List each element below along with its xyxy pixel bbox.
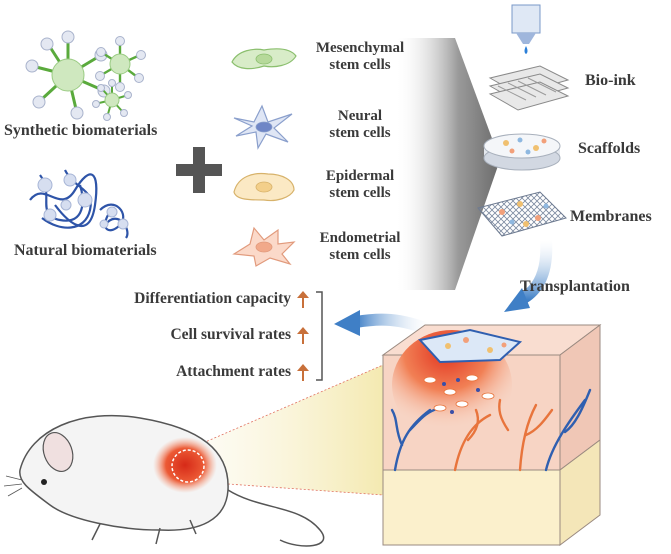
- transplantation-label: Transplantation: [520, 278, 630, 295]
- natural-biomaterials-label: Natural biomaterials: [14, 242, 157, 259]
- bioink-printer-icon: [511, 4, 541, 54]
- increase-arrow-icon: [297, 327, 309, 344]
- increase-arrow-icon: [297, 291, 309, 308]
- membrane-sheet-icon: [477, 191, 567, 237]
- natural-biomaterial-icons: [29, 169, 129, 239]
- skin-block-illustration: [381, 324, 602, 546]
- bioink-lattice-icon: [488, 65, 570, 111]
- synthetic-biomaterials-label: Synthetic biomaterials: [4, 122, 158, 139]
- transplantation-arrow: [504, 239, 553, 312]
- bioink-label: Bio-ink: [585, 72, 636, 89]
- stem-cell-icons: [231, 48, 297, 267]
- mouse-illustration: [3, 414, 325, 547]
- plus-sign-icon: [176, 147, 222, 193]
- outcome-bracket: [316, 291, 323, 381]
- stem-cell-icon: [233, 104, 293, 150]
- stem-cell-icon: [231, 48, 297, 70]
- stem-cell-icon: [232, 226, 296, 267]
- scaffold-disc-icon: [483, 133, 561, 171]
- scaffolds-label: Scaffolds: [578, 140, 641, 157]
- stem-cell-icon: [233, 172, 295, 202]
- membranes-label: Membranes: [570, 208, 652, 225]
- magnification-beam: [196, 365, 383, 495]
- outcome-label: Attachment rates: [176, 363, 291, 380]
- increase-arrow-icon: [297, 364, 309, 381]
- outcome-up-arrows: [297, 291, 309, 381]
- outcome-label: Differentiation capacity: [134, 290, 291, 307]
- combination-arrow: [395, 38, 500, 290]
- outcome-label: Cell survival rates: [170, 326, 291, 343]
- synthetic-biomaterial-icons: [25, 30, 146, 121]
